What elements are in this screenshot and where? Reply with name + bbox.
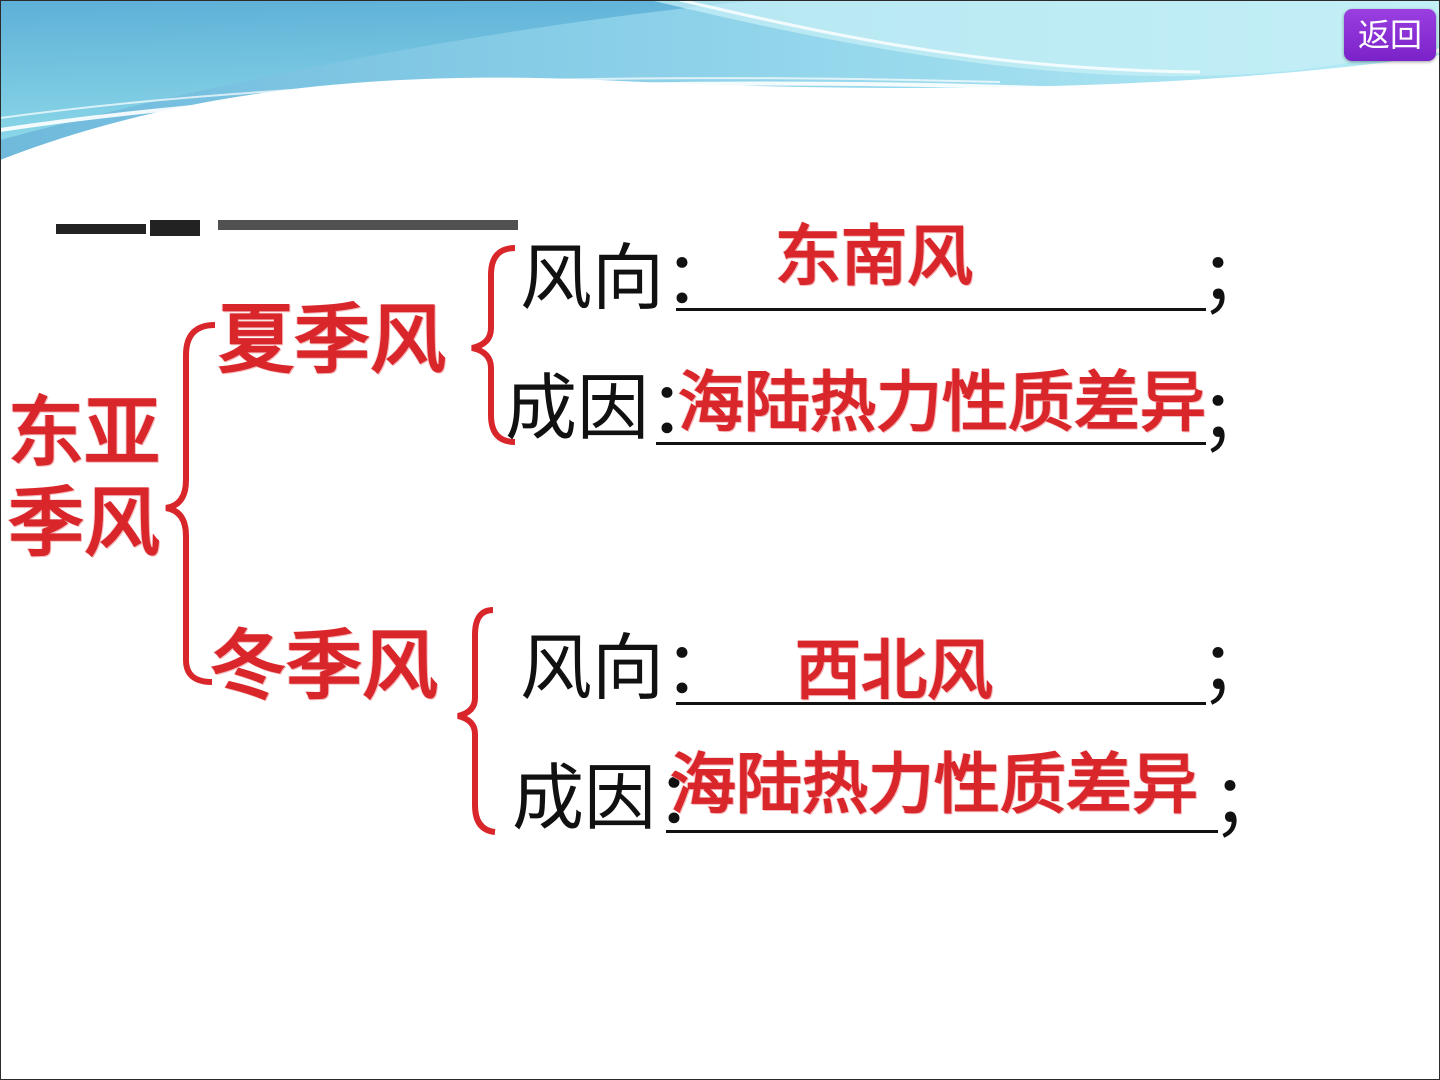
header-wave-banner [0,0,1440,160]
root-label-line1: 东亚 [8,388,160,477]
summer-direction-label: 风向： [520,236,737,320]
summer-direction-semicolon: ； [1200,236,1273,320]
winter-direction-label: 风向： [520,626,737,710]
summer-cause-semicolon: ； [1200,374,1273,458]
brace-lines [165,245,516,835]
east-asia-monsoon-diagram: 东亚 季风 夏季风 风向： 东南风 ； 成因： 海陆热力性质差异 ； 冬季风 风… [0,220,1288,924]
winter-direction-semicolon: ； [1200,626,1273,710]
root-label-line2: 季风 [8,478,160,567]
back-button[interactable]: 返回 [1344,9,1436,61]
summer-direction-underline [676,308,1206,311]
summer-cause-label: 成因： [505,366,722,450]
cropped-heading-fragment [56,220,518,236]
winter-monsoon-title: 冬季风 [210,621,438,710]
summer-cause-answer: 海陆热力性质差异 [678,364,1206,441]
winter-cause-underline [666,830,1218,833]
winter-cause-semicolon: ； [1212,759,1285,843]
winter-direction-answer: 西北风 [795,632,993,709]
summer-monsoon-title: 夏季风 [218,295,446,384]
winter-cause-label: 成因： [512,756,729,840]
winter-cause-answer: 海陆热力性质差异 [670,746,1198,823]
summer-direction-answer: 东南风 [775,218,973,295]
summer-cause-underline [656,442,1206,445]
winter-direction-underline [676,702,1206,705]
